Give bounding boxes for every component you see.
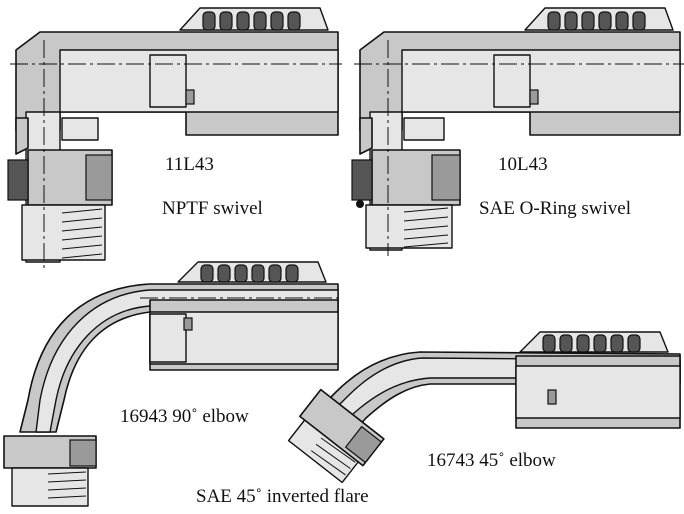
fitting-1-description-label: NPTF swivel [162, 198, 263, 219]
fitting-3-part-label: 16943 90˚ elbow [120, 406, 249, 427]
fitting-2-part-label: 10L43 [498, 154, 548, 175]
fitting-1-part-label: 11L43 [165, 154, 214, 175]
fitting-16943-drawing [3, 261, 342, 507]
fitting-4-part-label: 16743 45˚ elbow [427, 450, 556, 471]
fitting-3-description-label: SAE 45˚ inverted flare [196, 486, 369, 507]
fitting-11l43-drawing [7, 7, 342, 270]
fitting-16743-drawing [287, 331, 681, 484]
fitting-2-description-label: SAE O-Ring swivel [479, 198, 631, 219]
fitting-10l43-drawing [351, 7, 684, 256]
